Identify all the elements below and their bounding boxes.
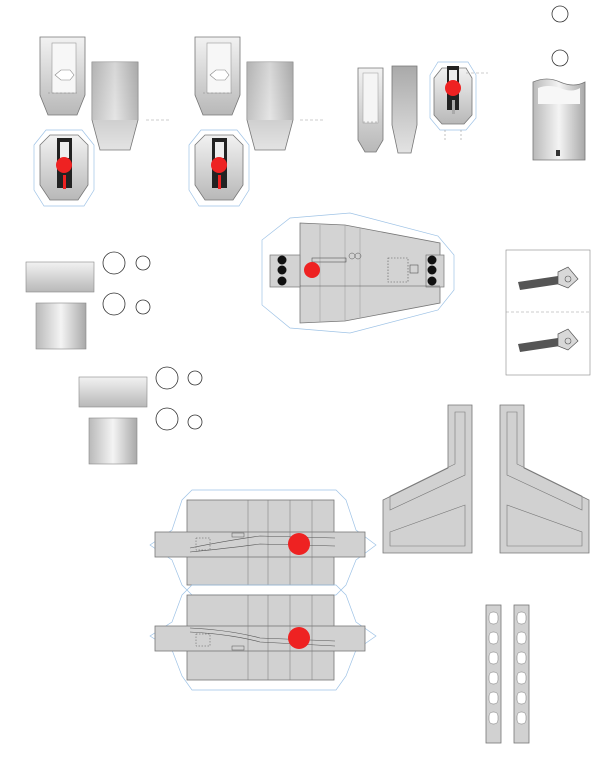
black-hole-marker bbox=[277, 255, 287, 265]
slotted-strip-left bbox=[485, 604, 502, 744]
circle-cutout bbox=[135, 255, 151, 271]
circle-cutout bbox=[135, 299, 151, 315]
red-dot-marker bbox=[288, 627, 310, 649]
circle-cutout bbox=[102, 251, 126, 275]
circle-cutout bbox=[551, 49, 569, 67]
red-dot-marker bbox=[304, 262, 320, 278]
stylus-box bbox=[505, 249, 591, 376]
cylinder-top-right bbox=[532, 5, 586, 161]
red-dot-marker bbox=[288, 533, 310, 555]
circle-cutout bbox=[187, 370, 203, 386]
side-plate-right bbox=[499, 404, 590, 554]
red-dot-marker bbox=[56, 157, 72, 173]
fuselage-box-2 bbox=[149, 584, 377, 691]
black-hole-marker bbox=[427, 276, 437, 286]
black-hole-marker bbox=[427, 255, 437, 265]
black-hole-marker bbox=[277, 265, 287, 275]
fuselage-box-1 bbox=[149, 489, 377, 596]
slotted-strip-right bbox=[513, 604, 530, 744]
small-parts-group-2 bbox=[78, 366, 203, 465]
side-plate-left bbox=[382, 404, 473, 554]
wing-plate bbox=[261, 212, 455, 334]
circle-cutout bbox=[155, 366, 179, 390]
head-unit-2 bbox=[188, 36, 325, 207]
head-unit-1 bbox=[33, 36, 170, 207]
circle-cutout bbox=[187, 414, 203, 430]
circle-cutout bbox=[102, 292, 126, 316]
head-unit-small bbox=[357, 61, 488, 154]
red-dot-marker bbox=[445, 80, 461, 96]
circle-cutout bbox=[155, 407, 179, 431]
red-dot-marker bbox=[211, 157, 227, 173]
black-hole-marker bbox=[427, 265, 437, 275]
small-parts-group-1 bbox=[25, 251, 151, 350]
black-hole-marker bbox=[277, 276, 287, 286]
circle-cutout bbox=[551, 5, 569, 23]
